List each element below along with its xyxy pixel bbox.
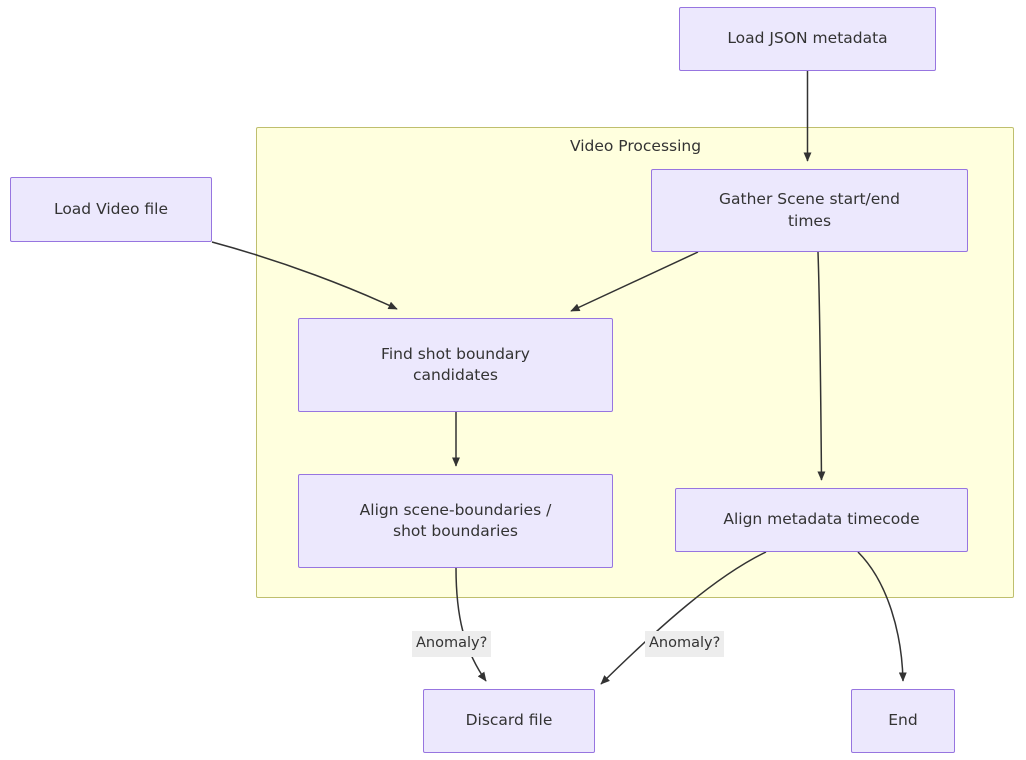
node-discard-file[interactable]: Discard file bbox=[423, 689, 595, 753]
node-gather-scene-times[interactable]: Gather Scene start/end times bbox=[651, 169, 968, 252]
edge-label-anomaly-right: Anomaly? bbox=[645, 631, 725, 657]
node-end[interactable]: End bbox=[851, 689, 955, 753]
node-gather-scene-times-label: Gather Scene start/end times bbox=[719, 190, 900, 230]
subgraph-video-processing-label: Video Processing bbox=[569, 137, 702, 155]
node-find-shot-boundary[interactable]: Find shot boundary candidates bbox=[298, 318, 613, 412]
node-load-json-metadata-label: Load JSON metadata bbox=[727, 29, 888, 48]
node-load-json-metadata[interactable]: Load JSON metadata bbox=[679, 7, 936, 71]
node-align-metadata-timecode-label: Align metadata timecode bbox=[723, 510, 920, 529]
node-align-scene-shot-label: Align scene-boundaries / shot boundaries bbox=[359, 500, 552, 540]
edge-label-anomaly-left: Anomaly? bbox=[412, 631, 492, 657]
node-find-shot-boundary-label: Find shot boundary candidates bbox=[381, 344, 530, 384]
node-align-metadata-timecode[interactable]: Align metadata timecode bbox=[675, 488, 968, 552]
node-align-scene-shot[interactable]: Align scene-boundaries / shot boundaries bbox=[298, 474, 613, 568]
node-discard-file-label: Discard file bbox=[465, 711, 553, 730]
node-end-label: End bbox=[888, 711, 918, 730]
node-load-video-file[interactable]: Load Video file bbox=[10, 177, 212, 242]
node-load-video-file-label: Load Video file bbox=[53, 199, 169, 218]
